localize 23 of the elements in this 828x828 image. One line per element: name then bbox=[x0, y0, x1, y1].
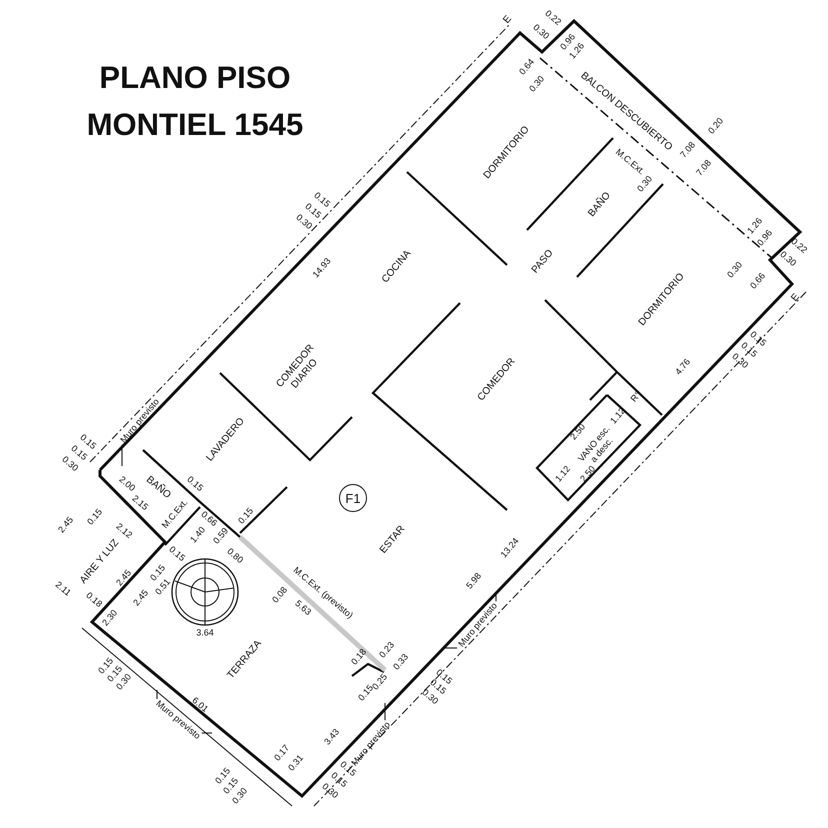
dimension-label: 7.08 bbox=[694, 158, 714, 178]
dimension-label: 3.64 bbox=[196, 628, 214, 638]
dimension-label: R° bbox=[629, 390, 643, 404]
dimension-label: 0.66 bbox=[199, 510, 219, 528]
dimension-label: 6.01 bbox=[190, 696, 210, 714]
plan-title: PLANO PISO MONTIEL 1545 bbox=[86, 59, 304, 144]
dimension-label: 2.11 bbox=[54, 580, 72, 598]
dimension-label: 7.08 bbox=[678, 140, 698, 160]
section-mark: E bbox=[502, 14, 514, 26]
dimension-label: 5.63 bbox=[293, 598, 313, 618]
dimension-label: 0.18 bbox=[84, 590, 104, 610]
dimension-label: 0.15 bbox=[185, 474, 205, 494]
dimension-label: 0.80 bbox=[225, 546, 245, 566]
dimension-label: 0.15 bbox=[167, 544, 187, 564]
leader-line bbox=[201, 732, 212, 734]
section-mark: E bbox=[790, 292, 802, 304]
reference-circle: F1 bbox=[339, 484, 367, 512]
dimension-label: 2.15 bbox=[130, 494, 150, 512]
leader-line bbox=[156, 690, 158, 700]
dimension-label: 2.00 bbox=[117, 474, 137, 494]
dimension-label: 2.12 bbox=[114, 522, 134, 540]
leader-line bbox=[384, 702, 386, 721]
dimension-label: 0.31 bbox=[286, 753, 306, 773]
